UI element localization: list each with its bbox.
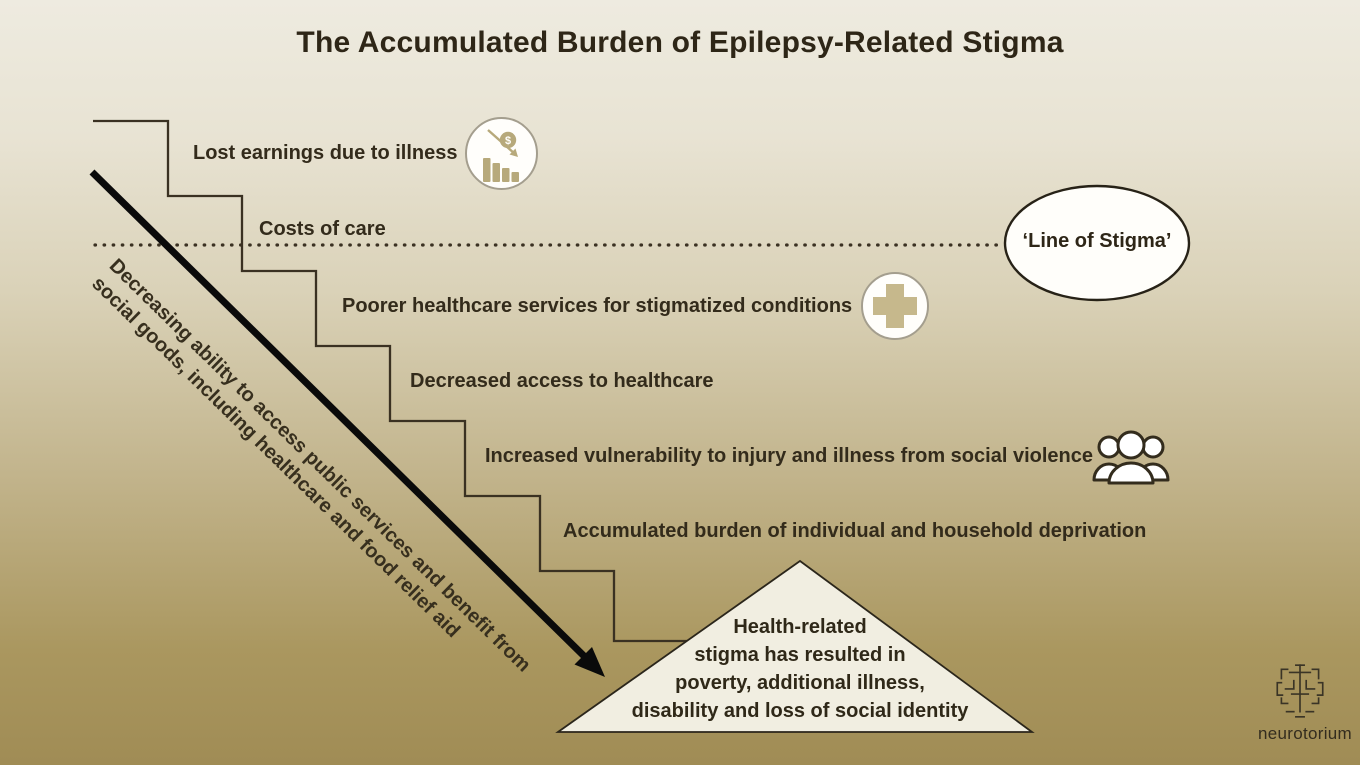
outcome-triangle	[555, 559, 1035, 733]
outcome-triangle-text: Health-related stigma has resulted in po…	[555, 613, 1045, 725]
step-label-decreased-access: Decreased access to healthcare	[410, 370, 714, 392]
medical-cross-icon	[860, 271, 930, 341]
svg-text:$: $	[505, 135, 511, 147]
decreasing-ability-arrowhead	[574, 647, 605, 677]
outcome-line1: Health-related	[733, 616, 867, 638]
neurotorium-logo-icon	[1276, 664, 1324, 718]
line-of-stigma-oval	[1003, 184, 1191, 302]
brand-name: neurotorium	[1258, 724, 1353, 743]
outcome-line3: poverty, additional illness,	[675, 672, 925, 694]
people-icon	[1092, 430, 1170, 486]
outcome-line2: stigma has resulted in	[694, 644, 906, 666]
step-label-lost-earnings: Lost earnings due to illness	[193, 142, 458, 164]
step-label-accumulated-burden: Accumulated burden of individual and hou…	[563, 520, 1147, 542]
decreasing-ability-arrow	[89, 169, 588, 660]
staircase-line	[93, 119, 690, 643]
step-label-increased-vulnerability: Increased vulnerability to injury and il…	[485, 445, 1093, 467]
outcome-line4: disability and loss of social identity	[631, 700, 969, 722]
line-of-stigma-label: ‘Line of Stigma’	[1022, 230, 1172, 252]
step-label-costs-of-care: Costs of care	[259, 218, 386, 240]
step-label-poorer-healthcare-services: Poorer healthcare services for stigmatiz…	[342, 295, 853, 317]
declining-earnings-icon: $	[464, 116, 539, 191]
brand-block: neurotorium	[1258, 660, 1353, 744]
page-title: The Accumulated Burden of Epilepsy-Relat…	[296, 26, 1064, 59]
